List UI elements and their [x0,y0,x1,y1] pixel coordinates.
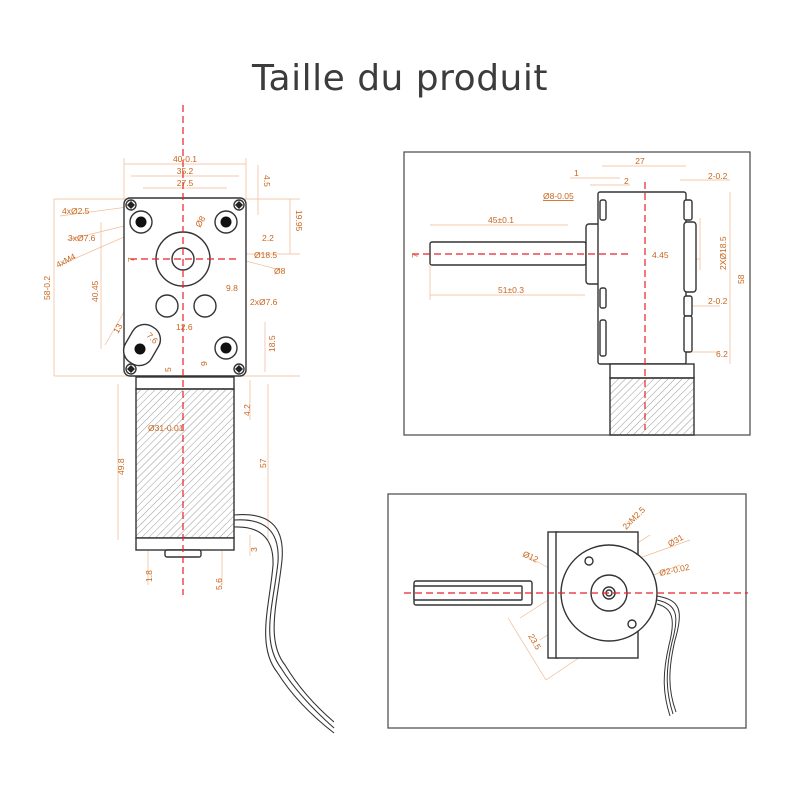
dim-9-8: 9.8 [226,283,238,293]
dim-5-6: 5.6 [214,578,224,590]
dim-bottom-5: 5 [163,367,173,372]
motor-wires [233,514,335,734]
motor-body [135,388,235,539]
dim-58: 58 [736,274,746,284]
dim-1-8: 1.8 [144,570,154,582]
dim-flat-7: 7 [410,253,420,258]
shaft-flat-rear [413,585,523,601]
dim-51: 51±0.3 [498,285,524,295]
dim-corner-holes: 4xØ2.5 [62,206,90,216]
dim-hole-span: 35.2 [177,166,194,176]
motor-collar [135,376,235,390]
screw-hole-bottom [627,619,637,629]
dim-2-2: 2.2 [262,233,274,243]
motor-body-side [609,377,695,436]
dim-1: 1 [574,168,579,178]
side-view-frame [403,151,751,436]
screw-hole-top [584,556,594,566]
dim-motor-dia: Ø31-0.01 [148,423,184,433]
dim-bearing-holes: 3xØ7.6 [68,233,96,243]
dim-57: 57 [258,458,268,468]
dim-12-6: 12.6 [176,322,193,332]
page-title: Taille du produit [252,58,548,99]
dim-flat: 7 [126,257,136,262]
dim-19-95: 19.95 [294,210,304,232]
dim-shaft-dia-side: Ø8-0.05 [543,191,574,201]
dim-bottom-9: 9 [199,361,209,366]
dim-hub-2x: 2XØ18.5 [718,236,728,270]
dim-13: 13 [111,322,125,335]
dim-shaft-dia-right: Ø8 [274,266,286,276]
dim-4-45: 4.45 [652,250,669,260]
front-view [53,105,335,734]
rear-wires [656,595,680,717]
corner-screws [125,199,245,375]
dim-27: 27 [635,156,645,166]
dim-40-45: 40.45 [90,280,100,302]
dim-motor-len: 49.8 [116,458,126,475]
dim-width-total: 40-0.1 [173,154,197,164]
hole-right [193,294,217,318]
dim-hub-dia: Ø18.5 [254,250,277,260]
dim-6-2: 6.2 [716,349,728,359]
side-view-panel [403,151,751,436]
dim-inner-span: 27.5 [177,178,194,188]
output-shaft-side [429,241,587,266]
dim-45: 45±0.1 [488,215,514,225]
dim-height-total: 58-0.2 [42,276,52,300]
mounting-holes [122,210,238,367]
dim-18-5: 18.5 [267,335,277,352]
hole-left [155,294,179,318]
dim-4-2: 4.2 [242,404,252,416]
side-view-labels: 27 1 2 2-0.2 Ø8-0.05 45±0.1 7 4.45 2XØ18… [410,156,746,359]
dim-cap-3: 3 [249,547,259,552]
rear-view-panel [387,493,748,729]
dim-2-02-top: 2-0.2 [708,171,728,181]
motor-collar-side [609,363,695,379]
dim-two-holes: 2xØ7.6 [250,297,278,307]
dim-threads: 4xM4 [54,251,77,270]
dim-top-offset: 4.5 [262,175,272,187]
dim-2: 2 [624,176,629,186]
gearbox-side-body [597,191,687,365]
dim-2-02-mid: 2-0.2 [708,296,728,306]
motor-end-cap [135,537,235,551]
